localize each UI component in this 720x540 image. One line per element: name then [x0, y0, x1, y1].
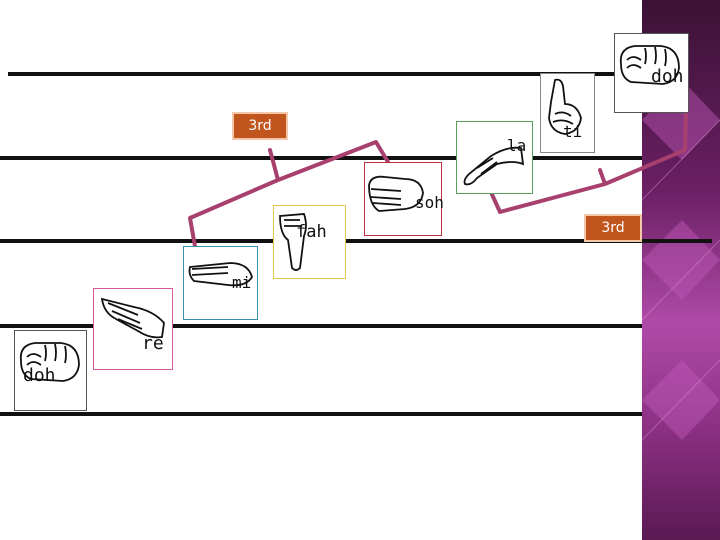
- card-re: re: [93, 288, 173, 370]
- fist-hand-icon: [619, 45, 680, 85]
- slant-hand-icon: [100, 297, 165, 339]
- staff-line-5: [0, 412, 642, 416]
- staff-line-3: [0, 239, 712, 243]
- card-fah: fah: [273, 205, 346, 279]
- card-la: la: [456, 121, 533, 194]
- fist-hand-icon: [19, 342, 80, 382]
- syllable-label: doh: [23, 365, 56, 386]
- bracket-high: [488, 106, 688, 214]
- palm-side-hand-icon: [368, 175, 424, 212]
- staff-line-4: [0, 324, 642, 328]
- syllable-label: ti: [563, 122, 583, 141]
- syllable-label: soh: [415, 193, 444, 212]
- staff-line-1: [8, 72, 642, 76]
- staff-line-2: [0, 156, 642, 160]
- interval-badge-low: 3rd: [232, 112, 288, 140]
- card-doh-high: doh: [614, 33, 689, 113]
- bracket-low: [188, 140, 390, 254]
- syllable-label: fah: [296, 222, 327, 242]
- syllable-label: mi: [232, 273, 252, 292]
- card-soh: soh: [364, 162, 444, 236]
- interval-badge-high: 3rd: [584, 214, 642, 242]
- pointing-up-hand-icon: [548, 78, 582, 135]
- card-ti: ti: [540, 73, 595, 153]
- syllable-label: re: [142, 333, 164, 354]
- flat-hand-icon: [188, 262, 253, 287]
- thumb-down-hand-icon: [279, 213, 307, 271]
- card-doh-low: doh: [14, 330, 87, 411]
- syllable-label: la: [507, 136, 527, 155]
- drooping-hand-icon: [463, 146, 525, 186]
- syllable-label: doh: [651, 66, 684, 87]
- card-mi: mi: [183, 246, 258, 320]
